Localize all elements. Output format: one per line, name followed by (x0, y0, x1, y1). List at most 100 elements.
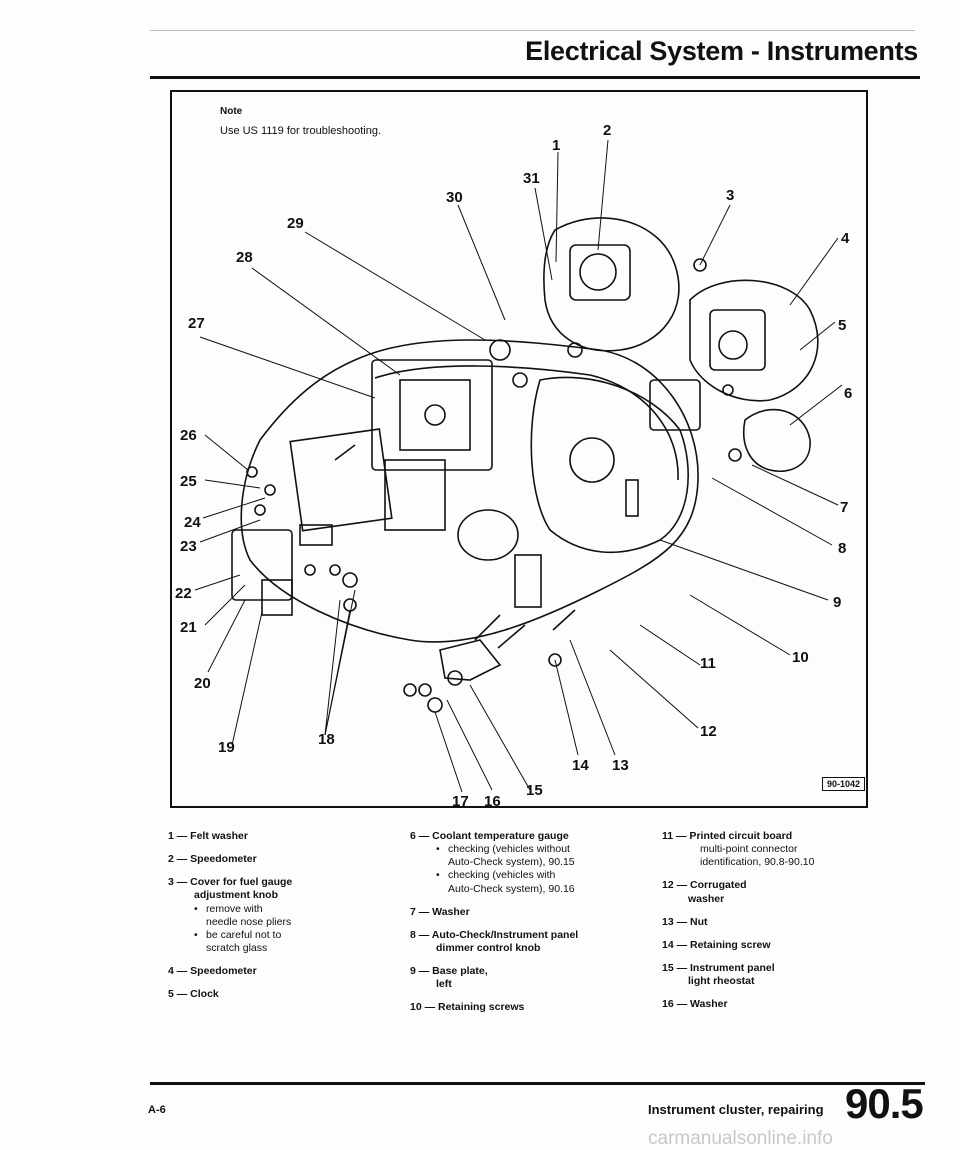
legend-label-cont: dimmer control knob (436, 941, 541, 954)
legend-label: 9 — Base plate, (410, 965, 488, 977)
callout-15: 15 (526, 782, 543, 799)
callout-25: 25 (180, 473, 197, 490)
legend-label-cont: adjustment knob (194, 889, 279, 902)
legend-sub-item: remove with (168, 903, 368, 916)
legend-sub-item: multi-point connector (700, 843, 798, 856)
speedometer-housing (543, 217, 680, 352)
legend-item-10: 10 — Retaining screws (410, 1001, 630, 1014)
legend-sub-item: Auto-Check system), 90.15 (448, 856, 575, 869)
right-gauge-housing (689, 279, 819, 402)
callout-3: 3 (726, 187, 734, 204)
legend-label: 11 — Printed circuit board (662, 830, 793, 842)
legend-item-13: 13 — Nut (662, 916, 882, 929)
rheostat (439, 639, 502, 681)
callout-14: 14 (572, 757, 589, 774)
callout-6: 6 (844, 385, 852, 402)
legend-item-4: 4 — Speedometer (168, 965, 368, 978)
callout-24: 24 (184, 514, 201, 531)
callout-1: 1 (552, 137, 560, 154)
pcb-left (371, 359, 493, 471)
legend-label: 3 — Cover for fuel gauge (168, 876, 293, 889)
page-id: A-6 (148, 1104, 166, 1116)
legend-column-1: 1 — Felt washer 2 — Speedometer 3 — Cover … (168, 830, 368, 1011)
legend-item-5: 5 — Clock (168, 988, 368, 1001)
legend-item-2: 2 — Speedometer (168, 853, 368, 866)
base-plate-inner (374, 365, 679, 481)
legend-item-7: 7 — Washer (410, 906, 630, 919)
legend-item-14: 14 — Retaining screw (662, 939, 882, 952)
callout-16: 16 (484, 793, 501, 810)
legend-sub-item: scratch glass (206, 941, 268, 954)
top-rule (150, 30, 915, 31)
callout-19: 19 (218, 739, 235, 756)
legend-label: 4 — Speedometer (168, 965, 257, 977)
header-rule (150, 76, 920, 79)
legend-label: 13 — Nut (662, 915, 708, 928)
legend-item-1: 1 — Felt washer (168, 830, 368, 843)
page-title: Electrical System - Instruments (525, 36, 918, 66)
callout-7: 7 (840, 499, 848, 516)
note-text: Use US 1119 for troubleshooting. (220, 125, 382, 137)
figure-frame (170, 90, 868, 808)
legend-label: 2 — Speedometer (168, 853, 257, 866)
callout-17: 17 (452, 793, 469, 810)
page-number: 90.5 (845, 1080, 924, 1127)
callout-27: 27 (188, 315, 205, 332)
callout-20: 20 (194, 675, 211, 692)
legend-label: 10 — Retaining screws (410, 1001, 525, 1014)
callout-12: 12 (700, 723, 717, 740)
legend-sub-item: Auto-Check system), 90.16 (448, 882, 575, 895)
figure-code: 90-1042 (822, 777, 866, 791)
callout-11: 11 (700, 655, 716, 672)
legend-label: 14 — Retaining screw (662, 938, 771, 951)
legend-sub-item: be careful not to (168, 929, 368, 942)
section-name: Instrument cluster, repairing (648, 1102, 824, 1117)
callout-30: 30 (446, 189, 463, 206)
speedometer-plate (530, 376, 689, 554)
callout-26: 26 (180, 427, 197, 444)
legend-label: 1 — Felt washer (168, 830, 248, 842)
footer-rule (150, 1082, 925, 1085)
note-title: Note (220, 106, 243, 117)
callout-9: 9 (833, 594, 841, 611)
legend-sub-item: checking (vehicles with (410, 869, 630, 882)
legend-label: 6 — Coolant temperature gauge (410, 830, 569, 842)
legend-sub-item: needle nose pliers (206, 915, 292, 928)
legend-item-16: 16 — Washer (662, 998, 882, 1011)
legend-item-6: 6 — Coolant temperature gaugechecking (v… (410, 830, 630, 896)
legend-sub-item: identification, 90.8-90.10 (700, 856, 815, 869)
callout-29: 29 (287, 215, 304, 232)
callout-5: 5 (838, 317, 846, 334)
legend-item-9: 9 — Base plate,left (410, 965, 630, 991)
callout-21: 21 (180, 619, 197, 636)
callout-13: 13 (612, 757, 629, 774)
legend-label-cont: washer (688, 892, 725, 905)
callout-8: 8 (838, 540, 846, 557)
watermark: carmanualsonline.info (648, 1128, 833, 1149)
callout-10: 10 (792, 649, 809, 666)
callout-22: 22 (175, 585, 192, 602)
legend-sub-item: checking (vehicles without (410, 843, 630, 856)
callout-31: 31 (523, 170, 540, 187)
legend-column-2: 6 — Coolant temperature gaugechecking (v… (410, 830, 630, 1024)
legend-label: 12 — Corrugated (662, 879, 747, 892)
callout-28: 28 (236, 249, 253, 266)
legend-label-cont: light rheostat (688, 975, 755, 987)
callout-23: 23 (180, 538, 197, 555)
legend-label: 5 — Clock (168, 988, 219, 1001)
callout-4: 4 (841, 230, 850, 247)
callout-2: 2 (603, 122, 611, 139)
legend-label: 7 — Washer (410, 905, 470, 918)
legend-label: 15 — Instrument panel (662, 961, 775, 974)
legend-label: 16 — Washer (662, 998, 728, 1011)
callout-18: 18 (318, 731, 335, 748)
legend-label: 8 — Auto-Check/Instrument panel (410, 928, 579, 941)
legend-label-cont: left (436, 978, 452, 991)
